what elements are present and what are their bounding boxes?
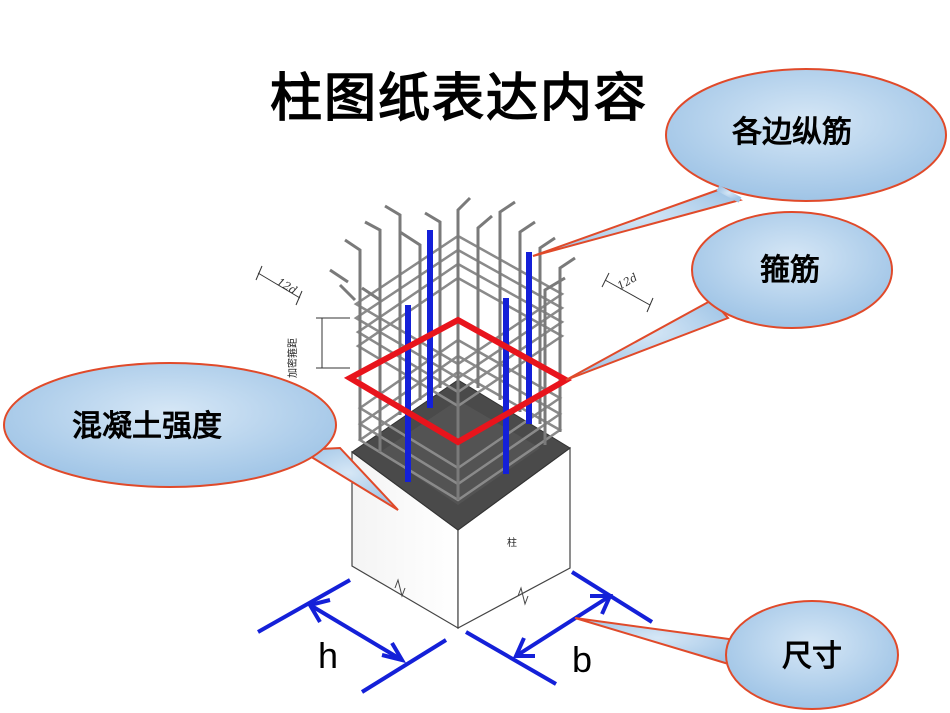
anchor-label-left: 12d bbox=[275, 275, 300, 297]
anchor-dimension-right: 12d bbox=[601, 271, 654, 313]
dimension-h bbox=[257, 578, 448, 694]
dimension-b bbox=[464, 570, 654, 686]
dense-zone-dimension: 加密箍距 bbox=[286, 317, 350, 378]
callout-longitudinal-label: 各边纵筋 bbox=[731, 115, 852, 150]
callout-stirrup-label: 箍筋 bbox=[760, 253, 820, 288]
dimension-h-label: h bbox=[318, 635, 338, 676]
anchor-label-right: 12d bbox=[615, 271, 640, 293]
callout-concrete-label: 混凝土强度 bbox=[72, 409, 222, 444]
callout-dimension: 尺寸 bbox=[574, 600, 899, 710]
callout-dimension-label: 尺寸 bbox=[782, 639, 842, 674]
callout-concrete: 混凝土强度 bbox=[3, 362, 399, 511]
dimension-b-label: b bbox=[572, 639, 592, 680]
page-title: 柱图纸表达内容 bbox=[270, 68, 649, 129]
callout-stirrup: 箍筋 bbox=[565, 211, 893, 381]
callout-longitudinal-bars: 各边纵筋 bbox=[532, 68, 947, 257]
anchor-dimension-left: 12d bbox=[255, 265, 303, 306]
dense-zone-label: 加密箍距 bbox=[286, 338, 299, 378]
column-label: 柱 bbox=[507, 536, 517, 549]
highlighted-longitudinal-bars bbox=[405, 230, 532, 482]
